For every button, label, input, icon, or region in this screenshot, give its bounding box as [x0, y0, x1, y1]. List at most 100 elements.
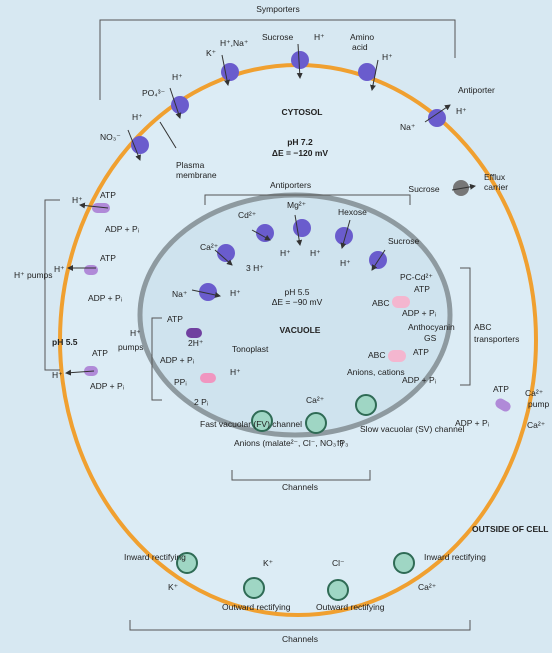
svg-text:ADP + Pᵢ: ADP + Pᵢ [402, 308, 436, 318]
svg-text:NO₃⁻: NO₃⁻ [100, 132, 121, 142]
efflux-carrier: Sucrose Efflux carrier [408, 172, 508, 196]
svg-text:ADP + Pᵢ: ADP + Pᵢ [402, 375, 436, 385]
sv-channel: Anions, cations Slow vacuolar (SV) chann… [347, 367, 465, 434]
anions-malate: Anions (malate²⁻, Cl⁻, NO₃⁻) [234, 438, 344, 448]
svg-text:Antiporter: Antiporter [458, 85, 495, 95]
outside-ph: pH 5.5 [52, 337, 78, 347]
svg-text:ATP: ATP [493, 384, 509, 394]
svg-text:H⁺: H⁺ [280, 248, 291, 258]
svg-text:ATP: ATP [92, 348, 108, 358]
svg-text:ATP: ATP [100, 253, 116, 263]
outer-channel-outward-k: K⁺ Outward rectifying [222, 558, 291, 612]
symporter-po4: PO₄³⁻ H⁺ [142, 72, 189, 119]
channels-outer-bracket [129, 620, 471, 631]
svg-text:PC-Cd²⁺: PC-Cd²⁺ [400, 272, 433, 282]
svg-text:H⁺: H⁺ [230, 288, 241, 298]
svg-text:H⁺: H⁺ [340, 258, 351, 268]
svg-text:ADP + Pᵢ: ADP + Pᵢ [90, 381, 124, 391]
outer-channel-inward-k: Inward rectifying K⁺ [124, 552, 198, 592]
svg-text:Fast vacuolar (FV) channel: Fast vacuolar (FV) channel [200, 419, 302, 429]
abc-transporter-1: ABC PC-Cd²⁺ ATP ADP + Pᵢ [372, 272, 436, 318]
cytosol-ph: pH 7.2 [287, 137, 313, 147]
svg-text:K⁺: K⁺ [263, 558, 274, 568]
svg-text:Outward rectifying: Outward rectifying [316, 602, 385, 612]
svg-text:PO₄³⁻: PO₄³⁻ [142, 88, 166, 98]
ca-channel: Ca²⁺ IP₃ [305, 395, 349, 448]
svg-text:Anions, cations: Anions, cations [347, 367, 405, 377]
svg-text:H⁺: H⁺ [54, 264, 65, 274]
channels-inner-label: Channels [282, 482, 318, 492]
svg-text:Na⁺: Na⁺ [172, 289, 188, 299]
svg-text:ADP + Pᵢ: ADP + Pᵢ [455, 418, 489, 428]
svg-text:Anthocyanin: Anthocyanin [408, 322, 455, 332]
h-pump-outer-3: ATP ADP + Pᵢ H⁺ [52, 348, 124, 391]
symporter-amino-acid: Amino acid H⁺ [350, 32, 393, 91]
svg-text:Ca²⁺: Ca²⁺ [200, 242, 219, 252]
svg-text:K⁺: K⁺ [168, 582, 179, 592]
svg-text:Mg²⁺: Mg²⁺ [287, 200, 307, 210]
ca-pump: ATP Ca²⁺ pump ADP + Pᵢ Ca²⁺ [455, 384, 550, 430]
svg-text:ATP: ATP [100, 190, 116, 200]
h-pumps-outer-label: H⁺ pumps [14, 270, 53, 280]
fv-channel: Fast vacuolar (FV) channel [200, 410, 302, 432]
svg-text:Slow vacuolar (SV) channel: Slow vacuolar (SV) channel [360, 424, 465, 434]
cytosol-de: ΔE = −120 mV [272, 148, 329, 158]
svg-text:2H⁺: 2H⁺ [188, 338, 204, 348]
abc-bracket [460, 267, 471, 386]
antiporter-hexose: Hexose H⁺ [310, 207, 367, 258]
antiporter-na-inner: Na⁺ H⁺ [172, 283, 241, 301]
h-pump-outer-1: ATP ADP + Pᵢ H⁺ [72, 190, 139, 234]
plasma-membrane-label: Plasma [176, 160, 205, 170]
h-pump-inner-atp: ATP 2H⁺ ADP + Pᵢ [160, 314, 204, 365]
h-pump-inner-ppi: PPᵢ 2 Pᵢ H⁺ [174, 367, 241, 407]
antiporters-label: Antiporters [270, 180, 311, 190]
svg-text:K⁺: K⁺ [206, 48, 217, 58]
svg-text:Cd²⁺: Cd²⁺ [238, 210, 257, 220]
svg-text:ADP + Pᵢ: ADP + Pᵢ [88, 293, 122, 303]
svg-text:H⁺: H⁺ [310, 248, 321, 258]
svg-text:GS: GS [424, 333, 437, 343]
svg-text:ADP + Pᵢ: ADP + Pᵢ [105, 224, 139, 234]
h-pumps-outer-bracket [44, 199, 60, 371]
svg-text:ATP: ATP [413, 347, 429, 357]
antiporter-na-h: Antiporter H⁺ Na⁺ [400, 85, 495, 132]
svg-text:ATP: ATP [167, 314, 183, 324]
svg-text:3 H⁺: 3 H⁺ [246, 263, 264, 273]
svg-text:H⁺: H⁺ [72, 195, 83, 205]
vacuole-ph: pH 5.5 [284, 287, 309, 297]
symporter-sucrose: Sucrose H⁺ [262, 32, 325, 79]
svg-text:Hexose: Hexose [338, 207, 367, 217]
svg-text:Ca²⁺: Ca²⁺ [418, 582, 437, 592]
antiporter-sucrose-inner: Sucrose H⁺ [340, 236, 419, 271]
svg-text:H⁺: H⁺ [230, 367, 241, 377]
svg-text:acid: acid [352, 42, 368, 52]
outside-label: OUTSIDE OF CELL [472, 524, 549, 534]
svg-text:ATP: ATP [414, 284, 430, 294]
svg-text:H⁺: H⁺ [314, 32, 325, 42]
svg-text:2 Pᵢ: 2 Pᵢ [194, 397, 208, 407]
svg-text:Inward rectifying: Inward rectifying [124, 552, 186, 562]
plasma-membrane-label-2: membrane [176, 170, 217, 180]
symporter-no3: NO₃⁻ H⁺ [100, 112, 149, 161]
svg-text:PPᵢ: PPᵢ [174, 377, 187, 387]
svg-text:Sucrose: Sucrose [408, 184, 439, 194]
symporters-label: Symporters [256, 4, 299, 14]
symporter-k-h-na: K⁺ H⁺,Na⁺ [206, 38, 249, 86]
cytosol-label: CYTOSOL [282, 107, 323, 117]
h-pumps-inner-label-2: pumps [118, 342, 144, 352]
svg-text:carrier: carrier [484, 182, 508, 192]
svg-text:IP₃: IP₃ [337, 438, 349, 448]
antiporter-ca: Ca²⁺ 3 H⁺ [200, 242, 264, 273]
h-pumps-inner-bracket [151, 317, 162, 401]
svg-text:H⁺: H⁺ [132, 112, 143, 122]
antiporter-mg: Mg²⁺ H⁺ [280, 200, 311, 258]
svg-text:H⁺: H⁺ [172, 72, 183, 82]
h-pump-outer-2: ATP ADP + Pᵢ H⁺ [54, 253, 122, 303]
tonoplast-label: Tonoplast [232, 344, 269, 354]
svg-text:Ca²⁺: Ca²⁺ [527, 420, 546, 430]
antiporter-cd: Cd²⁺ [238, 210, 274, 242]
outer-channel-outward-cl: Cl⁻ Outward rectifying [316, 558, 385, 612]
svg-text:H⁺,Na⁺: H⁺,Na⁺ [220, 38, 249, 48]
